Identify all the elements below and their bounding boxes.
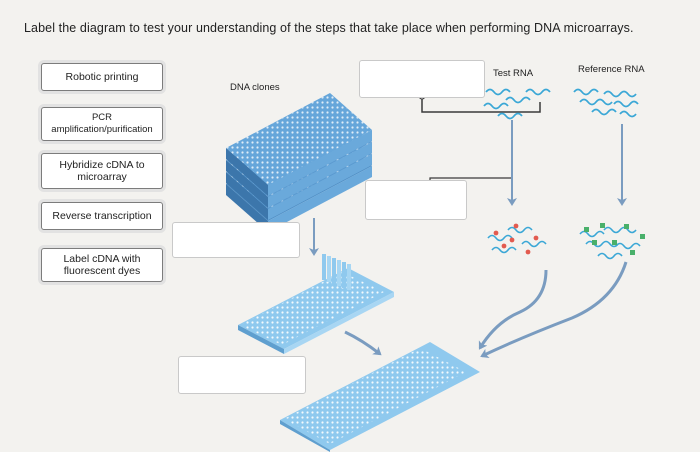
drop-target-1[interactable] bbox=[359, 60, 485, 98]
term-label: Hybridize cDNA to microarray bbox=[59, 159, 145, 183]
connector-line bbox=[421, 96, 541, 113]
drop-target-2[interactable] bbox=[365, 180, 467, 220]
printing-slide bbox=[238, 254, 394, 354]
printing-pins bbox=[322, 254, 351, 290]
term-label: PCR amplification/purification bbox=[51, 112, 153, 135]
instruction-text: Label the diagram to test your understan… bbox=[24, 21, 634, 35]
labeled-test-cdna bbox=[487, 223, 547, 255]
drop-target-4[interactable] bbox=[178, 356, 306, 394]
term-robotic-printing[interactable]: Robotic printing bbox=[41, 63, 163, 91]
labeled-reference-cdna bbox=[579, 223, 645, 260]
term-label: Robotic printing bbox=[65, 71, 139, 83]
arrow-curved-icon bbox=[344, 330, 382, 356]
term-label: Reverse transcription bbox=[52, 210, 152, 222]
dna-clones-label: DNA clones bbox=[230, 82, 280, 93]
drop-target-3[interactable] bbox=[172, 222, 300, 258]
term-label-cdna[interactable]: Label cDNA with fluorescent dyes bbox=[41, 248, 163, 282]
microarray-slide bbox=[280, 342, 480, 452]
term-reverse-transcription[interactable]: Reverse transcription bbox=[41, 202, 163, 230]
term-hybridize-cdna[interactable]: Hybridize cDNA to microarray bbox=[41, 153, 163, 189]
term-label: Label cDNA with fluorescent dyes bbox=[63, 253, 141, 277]
reference-rna-label: Reference RNA bbox=[578, 64, 645, 75]
arrow-curved-icon bbox=[478, 269, 548, 350]
test-rna-label: Test RNA bbox=[493, 68, 534, 79]
arrow-curved-icon bbox=[480, 261, 628, 358]
test-rna-strands bbox=[483, 88, 551, 120]
dna-clone-plates bbox=[226, 93, 372, 232]
term-pcr-amplification[interactable]: PCR amplification/purification bbox=[41, 107, 163, 141]
reference-rna-strands bbox=[573, 88, 639, 118]
